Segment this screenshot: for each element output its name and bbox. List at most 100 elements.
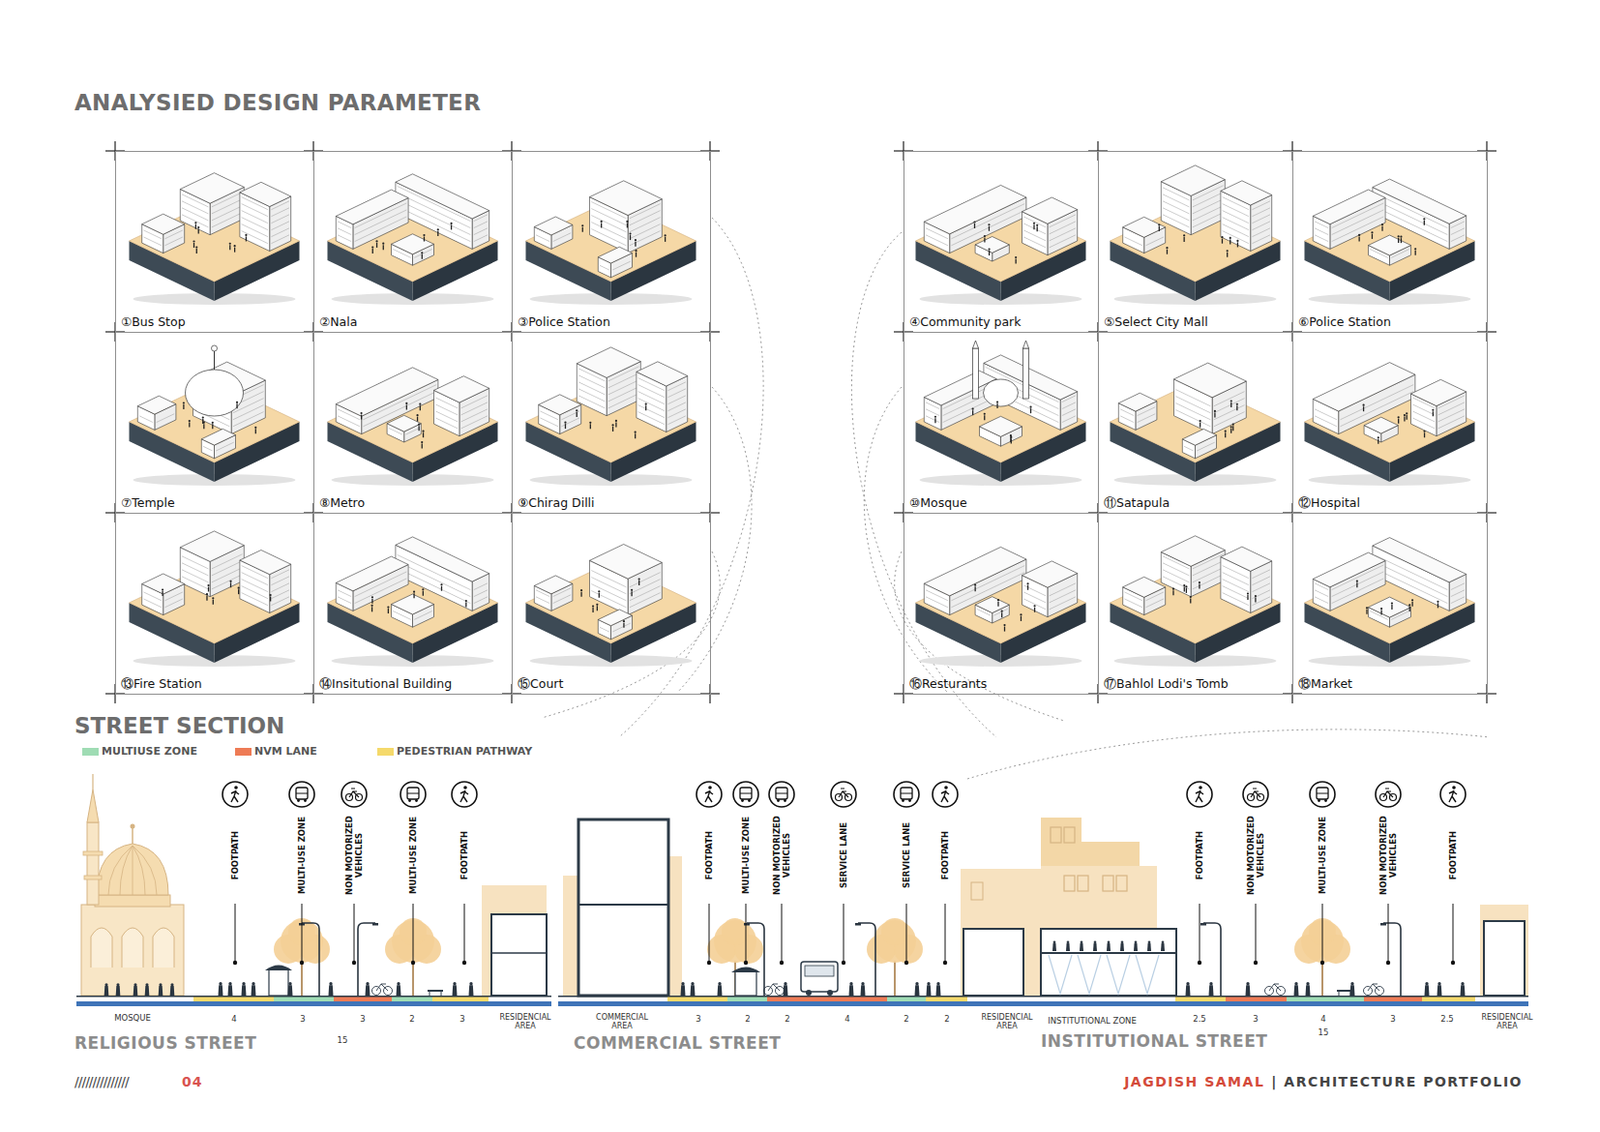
window-line [270,576,289,586]
walk-icon [944,785,949,790]
person-mark [580,592,582,597]
dimension-label: 4 [1320,1013,1326,1024]
tile-label: ⑱Market [1298,676,1353,691]
walk-icon [234,785,238,790]
window-line [1314,228,1329,236]
window-line [337,590,352,597]
person-mark [195,224,197,230]
leader-dot [299,960,304,965]
area-label: RESIDENCIAL AREA [494,1012,557,1031]
dome-rib [132,845,134,895]
person-mark [1423,432,1425,438]
floor-line [491,951,547,954]
mode-icon [733,781,759,807]
street-bench [1336,989,1353,992]
person-mark [635,252,637,258]
person-mark [997,598,1000,601]
person-mark [1254,597,1256,603]
mode-icon [289,781,315,807]
window-line [181,576,208,590]
residential-building [481,885,547,996]
person-mark [1411,601,1413,607]
person-mark [418,403,421,406]
leader-line [843,903,845,961]
window-line [1192,574,1224,590]
kiosk [735,971,757,996]
person-mark [1183,234,1186,237]
window-line [629,586,661,601]
person-mark [255,428,257,434]
person-figure [1350,981,1354,985]
floor-line [1040,951,1177,954]
window-line [435,397,458,409]
dome-finial [130,824,136,830]
dome-rib [119,845,133,895]
window-line [1192,561,1224,576]
person-mark [244,234,247,237]
person-mark [422,432,424,438]
person-mark [211,423,213,429]
person-mark [1224,430,1227,433]
leader-dot [1253,960,1258,965]
person-mark [1400,237,1402,243]
site-tile: ⑰Bahlol Lodi's Tomb [1097,512,1294,695]
dotted-curve [967,729,1490,779]
person-figure [327,984,333,996]
window-line [1192,192,1224,208]
person-mark [973,220,976,223]
title-block: ANALYSIED DESIGN PARAMETER [74,89,481,116]
leader-line [1199,903,1201,961]
leader-dot [779,960,784,965]
leader-line [354,903,356,961]
person-mark [440,583,443,586]
person-mark [974,584,977,587]
window [1102,875,1114,891]
bicycle [1269,983,1281,991]
window-line [925,402,940,410]
person-figure [1423,984,1429,996]
window-line [1222,224,1249,238]
lane-label: FOOTPATH [459,812,470,898]
person-mark [590,423,592,429]
person-mark [415,414,418,416]
person-mark [1166,249,1168,255]
window-line [629,231,661,246]
window-line [591,215,626,233]
building-roof [590,544,663,580]
person-mark [194,221,197,224]
ground-line [558,995,1041,998]
window [1116,875,1127,891]
building-roof [1123,216,1166,238]
residential-building [960,868,1041,996]
window-line [667,388,685,398]
building-roof [137,395,177,415]
person-mark [1381,226,1383,232]
window-line [1412,411,1435,422]
window-line [1222,579,1249,593]
window-line [181,201,208,214]
site-block [1110,362,1281,486]
window-line [270,235,289,244]
window-line [355,216,408,242]
window-line [1023,223,1046,235]
dimension-block: 2.5 [1440,1013,1454,1024]
person-mark [254,426,257,429]
window-line [164,592,182,601]
tile-label: ⑮Court [517,676,563,691]
vertical-label-block: MULTI-USE ZONE [408,812,418,898]
window-line [629,217,661,233]
window-line [474,214,488,222]
person-mark [988,250,990,256]
person-mark [245,236,247,241]
window-line [1222,586,1249,599]
ground-strip [767,1001,808,1007]
dimension-block: 2 [944,1013,949,1024]
window-line [950,204,1025,239]
person-mark [1189,598,1191,604]
person-mark [600,222,602,228]
window-line [474,228,488,236]
person-mark [1408,603,1411,606]
person-mark [370,604,373,607]
person-mark [1185,585,1187,588]
vertical-label-block: SERVICE LANE [901,812,912,898]
